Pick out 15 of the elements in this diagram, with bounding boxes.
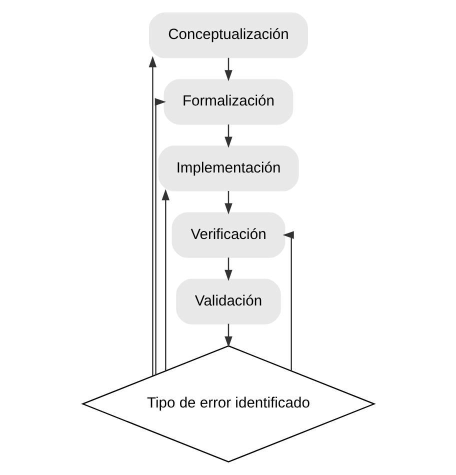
arrow (161, 189, 170, 371)
arrow (154, 98, 166, 374)
arrow (224, 258, 232, 281)
arrow (224, 58, 232, 82)
node-box: Verificación (171, 212, 285, 258)
node-diamond: Tipo de error identificado (80, 345, 376, 462)
arrow (148, 56, 156, 376)
node-box: Implementación (158, 146, 298, 192)
node-box: Conceptualización (148, 12, 308, 58)
arrow (282, 231, 294, 371)
arrow (224, 124, 232, 148)
node-box: Validación (176, 278, 280, 324)
arrow (224, 191, 232, 214)
arrow (224, 324, 232, 348)
node-box: Formalización (163, 79, 293, 125)
